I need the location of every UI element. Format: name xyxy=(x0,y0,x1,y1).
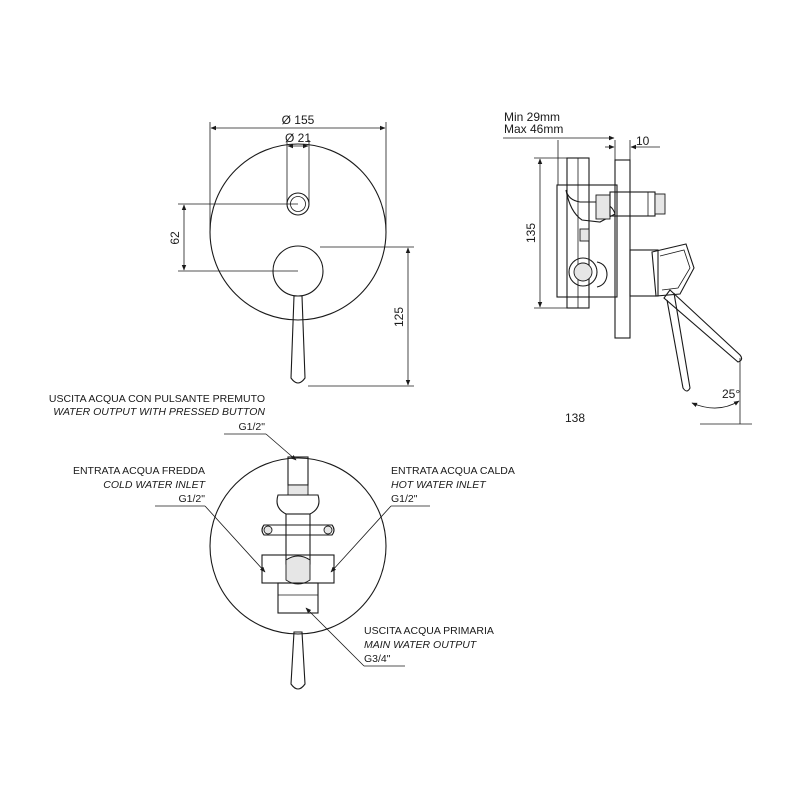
rear-view: USCITA ACQUA CON PULSANTE PREMUTO WATER … xyxy=(49,393,515,690)
dim-label-25: 25° xyxy=(722,387,740,401)
dim-label-138: 138 xyxy=(565,411,585,425)
rear-plate-circle xyxy=(209,457,387,635)
label-hot-inlet-en: HOT WATER INLET xyxy=(391,479,487,491)
side-lower-fitting xyxy=(568,257,598,287)
dim-arc-25 xyxy=(691,400,740,409)
main-outlet-block xyxy=(277,582,319,614)
dim-label-max: Max 46mm xyxy=(504,122,563,136)
label-button-output-en: WATER OUTPUT WITH PRESSED BUTTON xyxy=(53,406,265,418)
dim-label-10: 10 xyxy=(636,134,650,148)
dim-label-21: Ø 21 xyxy=(285,131,311,145)
label-hot-inlet-thread: G1/2" xyxy=(391,493,418,505)
leader-cold-inlet xyxy=(204,505,266,573)
dim-label-125: 125 xyxy=(392,307,406,327)
dim-label-62: 62 xyxy=(168,231,182,245)
label-cold-inlet-en: COLD WATER INLET xyxy=(103,479,206,491)
leader-main-output xyxy=(305,607,365,667)
dim-label-155: Ø 155 xyxy=(282,113,315,127)
leader-button-output xyxy=(265,433,297,461)
side-lever-handle xyxy=(663,289,743,363)
side-view: Min 29mm Max 46mm 10 135 25° 138 xyxy=(503,110,752,425)
front-plate-circle xyxy=(209,143,387,321)
front-view: Ø 155 Ø 21 62 125 xyxy=(168,113,414,387)
label-main-output-thread: G3/4" xyxy=(364,653,391,665)
label-button-output-it: USCITA ACQUA CON PULSANTE PREMUTO xyxy=(49,393,265,405)
side-cover-plate xyxy=(614,159,631,339)
label-hot-inlet-it: ENTRATA ACQUA CALDA xyxy=(391,465,515,477)
label-main-output-it: USCITA ACQUA PRIMARIA xyxy=(364,625,494,637)
dim-label-135: 135 xyxy=(524,223,538,243)
label-button-output-thread: G1/2" xyxy=(239,421,266,433)
label-cold-inlet-it: ENTRATA ACQUA FREDDA xyxy=(73,465,205,477)
dim-label-min: Min 29mm xyxy=(504,110,560,124)
label-main-output-en: MAIN WATER OUTPUT xyxy=(364,639,478,651)
leader-hot-inlet xyxy=(330,505,392,573)
rear-lever-handle xyxy=(290,631,306,690)
label-cold-inlet-thread: G1/2" xyxy=(179,493,206,505)
lever-handle xyxy=(290,295,306,384)
